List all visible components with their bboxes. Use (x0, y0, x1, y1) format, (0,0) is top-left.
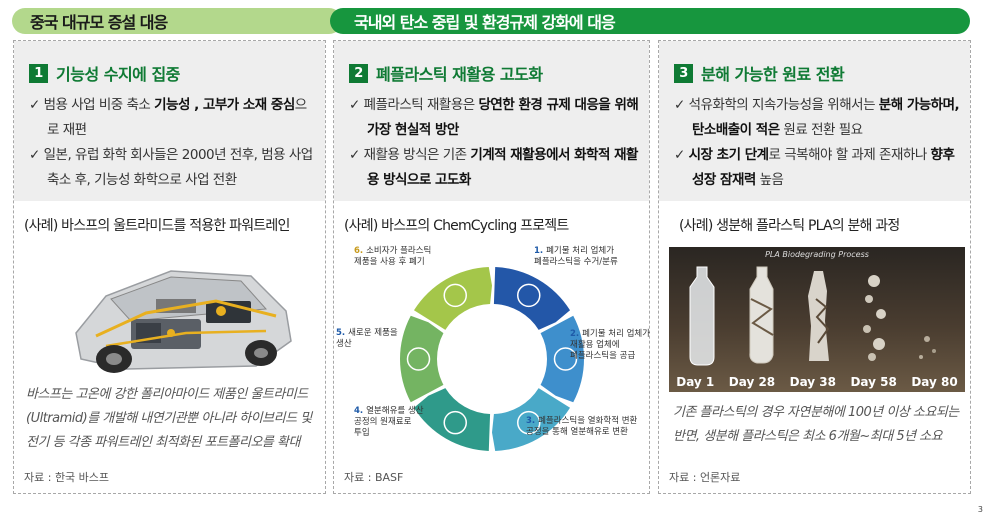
number-badge: 3 (674, 63, 693, 83)
step-icon (553, 347, 578, 371)
car-powertrain-image (75, 270, 292, 373)
day-label: Day 58 (850, 375, 897, 389)
bullet-item: ✓ 시장 초기 단계로 극복해야 할 과제 존재하나 향후 성장 잠재력 높음 (674, 147, 955, 188)
bullet-text: 재활용 방식은 기존 (363, 147, 471, 163)
bullet-text: 높음 (755, 172, 784, 188)
bullet-bold: 향후 성장 잠재력 (692, 147, 955, 188)
bullet-item: ✓ 일본, 유럽 화학 회사들은 2000년 전후, 범용 사업 축소 후, 기… (29, 147, 314, 188)
banner-china-expansion: 중국 대규모 증설 대응 (12, 8, 342, 34)
title-text: 기능성 수지에 집중 (56, 65, 180, 84)
day-label: Day 1 (676, 375, 715, 389)
cycle-segment (540, 315, 584, 403)
day-label: Day 38 (789, 375, 836, 389)
panel-header (659, 41, 970, 201)
day-label: Day 28 (728, 375, 776, 389)
bullet-bold: 기계적 재활용에서 화학적 재활용 방식으로 고도화 (367, 147, 638, 188)
step-icon (406, 347, 431, 371)
step-icon (517, 410, 541, 435)
bullet-item: ✓ 석유화학의 지속가능성을 위해서는 분해 가능하며, 탄소배출이 적은 원료… (674, 97, 960, 138)
cycle-segment (400, 315, 444, 403)
bullet-list: ✓ 폐플라스틱 재활용은 당연한 환경 규제 대응을 위해 가장 현실적 방안 … (349, 93, 639, 193)
day-labels: Day 1 Day 28 Day 38 Day 58 Day 80 (669, 375, 965, 389)
bullet-list: ✓ 석유화학의 지속가능성을 위해서는 분해 가능하며, 탄소배출이 적은 원료… (674, 93, 960, 193)
bullet-bold: 기능성 , 고부가 소재 중심 (154, 97, 295, 113)
bullet-text: 일본, 유럽 화학 회사들은 2000년 전후, 범용 사업 축소 후, 기능성… (43, 147, 314, 188)
panel-title: 2 폐플라스틱 재활용 고도화 (349, 61, 543, 85)
bullet-text: 으로 재편 (47, 97, 307, 138)
panel-biodegradable: 3 분해 가능한 원료 전환 ✓ 석유화학의 지속가능성을 위해서는 분해 가능하… (658, 40, 971, 494)
case-caption: (사례) 바스프의 울트라미드를 적용한 파워트레인 (24, 218, 290, 234)
panel-functional-resin: 1 기능성 수지에 집중 ✓ 범용 사업 비중 축소 기능성 , 고부가 소재 중… (13, 40, 326, 494)
cycle-segment (493, 267, 571, 330)
number-badge: 1 (29, 63, 48, 83)
source-note: 자료 : BASF (344, 471, 404, 484)
title-text: 폐플라스틱 재활용 고도화 (376, 65, 543, 84)
panel-header (14, 41, 325, 201)
day-label: Day 80 (911, 375, 958, 389)
title-text: 분해 가능한 원료 전환 (701, 65, 845, 84)
cycle-segment (413, 388, 491, 451)
bullet-item: ✓ 범용 사업 비중 축소 기능성 , 고부가 소재 중심으로 재편 (29, 97, 307, 138)
case-description: 바스프는 고온에 강한 폴리아마이드 제품인 울트라미드(Ultramid)를 … (26, 387, 312, 450)
cycle-segment (492, 388, 571, 451)
bullet-list: ✓ 범용 사업 비중 축소 기능성 , 고부가 소재 중심으로 재편 ✓ 일본,… (29, 93, 315, 193)
banner-carbon-neutral: 국내외 탄소 중립 및 환경규제 강화에 대응 (330, 8, 970, 34)
number-badge: 2 (349, 63, 368, 83)
bullet-text: 석유화학의 지속가능성을 위해서는 (688, 97, 879, 113)
panel-title: 1 기능성 수지에 집중 (29, 61, 180, 85)
cycle-segment (413, 267, 492, 330)
photo-title: PLA Biodegrading Process (765, 250, 869, 259)
step-icon (517, 283, 541, 308)
source-note: 자료 : 언론자료 (669, 471, 741, 484)
page-number: 3 (977, 505, 983, 514)
step-icon (443, 283, 467, 308)
case-description: 기존 플라스틱의 경우 자연분해에 100년 이상 소요되는 반면, 생분해 플… (673, 405, 959, 444)
bullet-bold: 당연한 환경 규제 대응을 위해 가장 현실적 방안 (367, 97, 639, 138)
banner-left-text: 중국 대규모 증설 대응 (30, 13, 168, 32)
bullet-bold: 시장 초기 단계 (688, 147, 769, 163)
source-note: 자료 : 한국 바스프 (24, 471, 110, 484)
banner-right-text: 국내외 탄소 중립 및 환경규제 강화에 대응 (354, 13, 616, 32)
panel-header (334, 41, 649, 201)
bullet-text: 범용 사업 비중 축소 (43, 97, 155, 113)
bottle-stages (689, 266, 936, 366)
bullet-text: 폐플라스틱 재활용은 (363, 97, 479, 113)
bullet-item: ✓ 폐플라스틱 재활용은 당연한 환경 규제 대응을 위해 가장 현실적 방안 (349, 97, 639, 138)
step-icon (443, 410, 467, 435)
case-caption: (사례) 생분해 플라스틱 PLA의 분해 과정 (679, 218, 900, 234)
case-caption: (사례) 바스프의 ChemCycling 프로젝트 (344, 218, 569, 234)
panel-title: 3 분해 가능한 원료 전환 (674, 61, 845, 85)
bullet-bold: 분해 가능하며, 탄소배출이 적은 (692, 97, 960, 138)
bullet-text: 로 극복해야 할 과제 존재하나 (768, 147, 931, 163)
bullet-item: ✓ 재활용 방식은 기존 기계적 재활용에서 화학적 재활용 방식으로 고도화 (349, 147, 638, 188)
panel-plastic-recycling: 2 폐플라스틱 재활용 고도화 ✓ 폐플라스틱 재활용은 당연한 환경 규제 대응… (333, 40, 650, 494)
bullet-text: 원료 전환 필요 (779, 122, 863, 138)
